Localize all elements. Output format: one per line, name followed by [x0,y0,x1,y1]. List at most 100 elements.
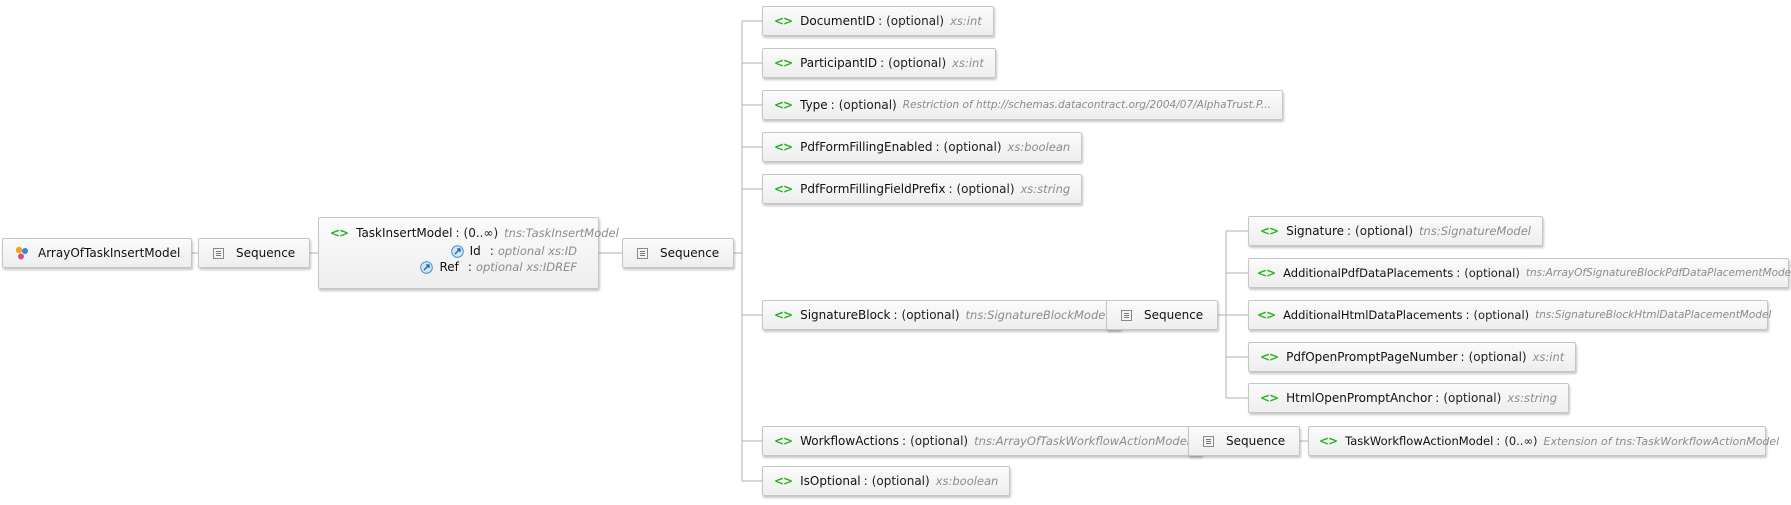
element-name: PdfFormFillingFieldPrefix [800,182,946,196]
sequence-label: Sequence [1226,434,1286,448]
element-icon: <> [774,98,793,112]
sequence-icon [213,247,224,259]
sequence-icon [637,247,648,259]
element-icon: <> [1257,266,1276,280]
element-additional-pdf-data-placements[interactable]: <> AdditionalPdfDataPlacements : (option… [1248,258,1791,288]
element-icon: <> [1260,391,1279,405]
occurrence: (optional) [871,474,930,488]
occurrence: (optional) [1464,266,1520,280]
element-is-optional[interactable]: <> IsOptional : (optional) xs:boolean [762,466,1011,496]
element-pdf-open-prompt-page-number[interactable]: <> PdfOpenPromptPageNumber : (optional) … [1248,342,1577,372]
sequence-icon [1121,309,1132,321]
sequence-label: Sequence [1144,308,1204,322]
element-name: AdditionalPdfDataPlacements [1283,266,1454,280]
separator: : [1435,391,1440,405]
occurrence: (optional) [943,140,1002,154]
occurrence: (optional) [886,14,945,28]
element-name: AdditionalHtmlDataPlacements [1283,308,1463,322]
element-name: Type [800,98,828,112]
complex-type-icon [15,246,28,260]
element-name: PdfOpenPromptPageNumber [1286,350,1458,364]
occurrence: (optional) [1473,308,1530,322]
occurrence: (optional) [838,98,897,112]
occurrence: (optional) [1468,350,1527,364]
element-html-open-prompt-anchor[interactable]: <> HtmlOpenPromptAnchor : (optional) xs:… [1248,383,1569,413]
type-label: Restriction of http://schemas.datacontra… [902,99,1271,111]
root-type-name: ArrayOfTaskInsertModel [38,246,181,260]
element-icon: <> [774,474,793,488]
type-label: tns:SignatureBlockModel [965,308,1109,322]
occurrence: (0..∞) [463,226,499,240]
type-label: tns:TaskInsertModel [504,226,619,240]
sequence-icon [1203,435,1214,447]
separator: : [893,308,898,322]
element-icon: <> [774,434,793,448]
element-icon: <> [1257,308,1276,322]
type-label: xs:int [1532,350,1565,364]
separator: : [948,182,953,196]
element-name: ParticipantID [800,56,878,70]
occurrence: (optional) [956,182,1015,196]
element-name: IsOptional [800,474,861,488]
element-icon: <> [1319,434,1338,448]
type-label: tns:SignatureBlockHtmlDataPlacementModel [1535,309,1772,321]
element-task-workflow-action-model[interactable]: <> TaskWorkflowActionModel : (0..∞) Exte… [1308,426,1779,456]
element-workflow-actions[interactable]: <> WorkflowActions : (optional) tns:Arra… [762,426,1202,456]
type-label: tns:ArrayOfSignatureBlockPdfDataPlacemen… [1525,267,1791,279]
occurrence: (0..∞) [1504,434,1538,448]
occurrence: (optional) [901,308,960,322]
separator: : [467,260,472,274]
element-name: TaskWorkflowActionModel [1345,434,1494,448]
separator: : [880,56,885,70]
sequence-node-signature-block[interactable]: Sequence [1106,300,1219,330]
element-name: HtmlOpenPromptAnchor [1286,391,1433,405]
element-name: Signature [1286,224,1344,238]
type-label: xs:string [1020,182,1071,196]
type-label: tns:SignatureModel [1419,224,1531,238]
element-signature[interactable]: <> Signature : (optional) tns:SignatureM… [1248,216,1543,246]
attribute-name: Id [469,244,481,258]
element-icon: <> [1260,350,1279,364]
attribute-icon [450,244,464,258]
type-label: xs:boolean [935,474,999,488]
attribute-name: Ref [439,260,459,274]
element-icon: <> [774,140,793,154]
type-label: xs:string [1507,391,1557,405]
element-name: DocumentID [800,14,876,28]
type-label: xs:boolean [1007,140,1071,154]
element-signature-block[interactable]: <> SignatureBlock : (optional) tns:Signa… [762,300,1121,330]
type-label: xs:int [950,14,982,28]
task-insert-model-node[interactable]: <> TaskInsertModel : (0..∞) tns:TaskInse… [318,217,619,289]
separator: : [1347,224,1352,238]
separator: : [902,434,907,448]
element-name: SignatureBlock [800,308,891,322]
root-type-node[interactable]: ArrayOfTaskInsertModel [2,238,193,268]
occurrence: (optional) [1355,224,1414,238]
element-document-id[interactable]: <> DocumentID : (optional) xs:int [762,6,994,36]
element-icon: <> [774,14,793,28]
sequence-node-root[interactable]: Sequence [198,238,311,268]
element-icon: <> [330,226,349,240]
separator: : [863,474,868,488]
attribute-row-id[interactable]: Id : optional xs:ID [330,244,587,258]
attribute-meta: optional xs:ID [497,244,577,258]
separator: : [489,244,494,258]
element-name: PdfFormFillingEnabled [800,140,933,154]
sequence-node-workflow-actions[interactable]: Sequence [1188,426,1301,456]
occurrence: (optional) [1443,391,1502,405]
occurrence: (optional) [888,56,947,70]
element-name: WorkflowActions [800,434,900,448]
element-icon: <> [774,182,793,196]
occurrence: (optional) [910,434,969,448]
element-type[interactable]: <> Type : (optional) Restriction of http… [762,90,1283,120]
element-participant-id[interactable]: <> ParticipantID : (optional) xs:int [762,48,996,78]
type-label: xs:int [952,56,984,70]
attribute-icon [420,260,434,274]
sequence-node-task[interactable]: Sequence [622,238,735,268]
element-pdf-form-filling-field-prefix[interactable]: <> PdfFormFillingFieldPrefix : (optional… [762,174,1083,204]
element-additional-html-data-placements[interactable]: <> AdditionalHtmlDataPlacements : (optio… [1248,300,1772,330]
attribute-row-ref[interactable]: Ref : optional xs:IDREF [330,260,587,274]
separator: : [935,140,940,154]
element-pdf-form-filling-enabled[interactable]: <> PdfFormFillingEnabled : (optional) xs… [762,132,1083,162]
separator: : [830,98,835,112]
